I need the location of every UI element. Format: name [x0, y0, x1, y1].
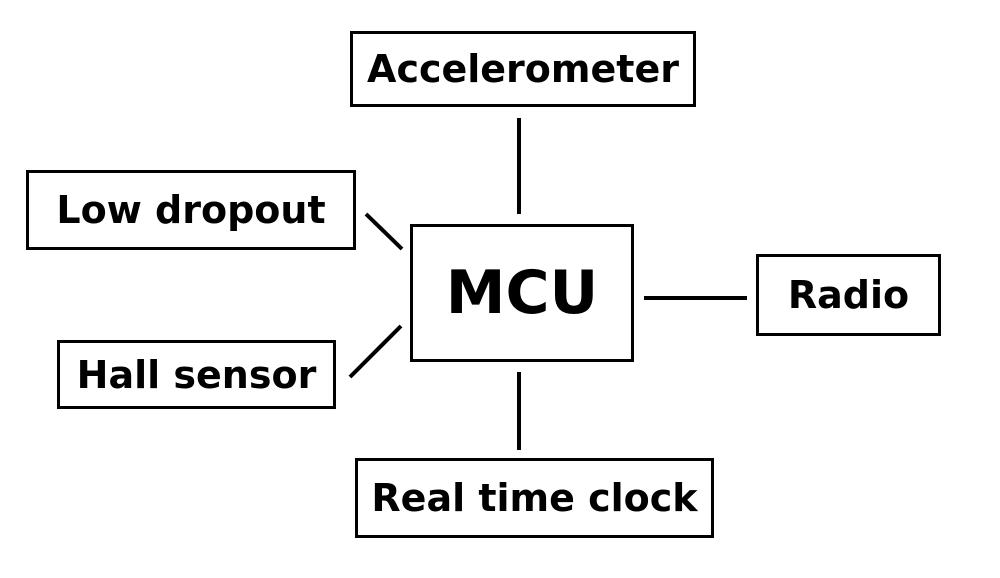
hall-sensor-block: Hall sensor [57, 340, 336, 409]
accelerometer-label: Accelerometer [367, 47, 679, 91]
hall-sensor-label: Hall sensor [76, 352, 317, 397]
mcu-block: MCU [410, 224, 634, 362]
low-dropout-block: Low dropout [26, 170, 356, 250]
mcu-label: MCU [445, 258, 599, 328]
radio-block: Radio [756, 254, 941, 336]
link-mcu-hall-sensor [348, 324, 403, 379]
real-time-clock-block: Real time clock [355, 458, 714, 538]
low-dropout-label: Low dropout [56, 188, 326, 232]
real-time-clock-label: Real time clock [371, 476, 698, 520]
accelerometer-block: Accelerometer [350, 31, 696, 107]
link-mcu-low-dropout [364, 212, 404, 251]
radio-label: Radio [787, 273, 910, 317]
